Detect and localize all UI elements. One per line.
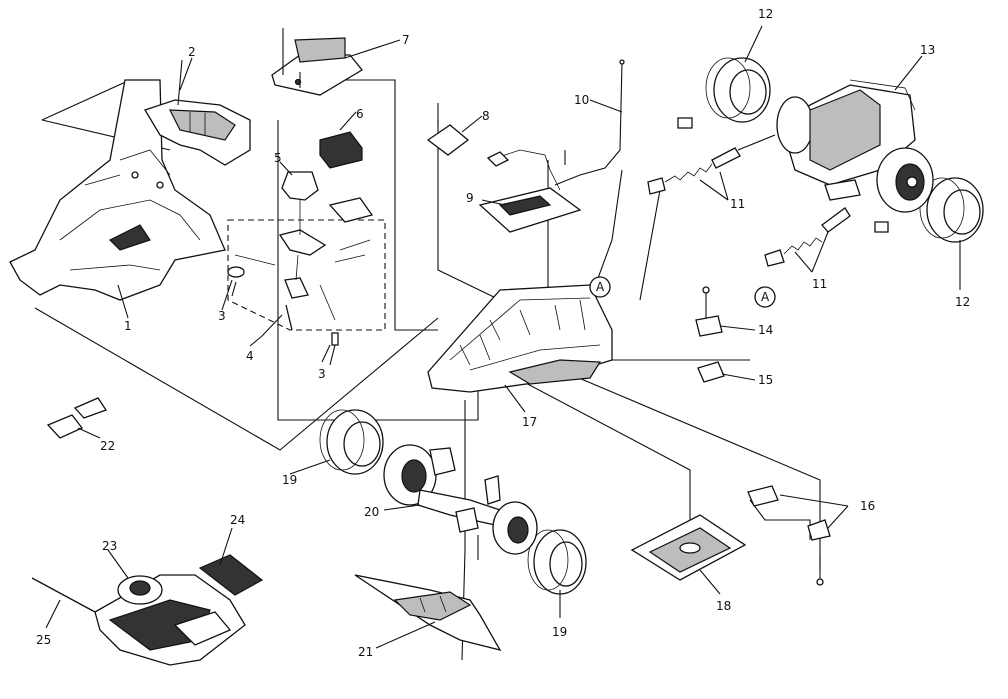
callout-25: 25: [36, 633, 51, 647]
callout-3-lower: 3: [318, 367, 326, 381]
callout-15: 15: [758, 373, 773, 387]
part-20-front-axle: [383, 444, 538, 560]
callout-9: 9: [466, 191, 474, 205]
callout-23: 23: [102, 539, 117, 553]
ref-circle-a-lower: [754, 286, 776, 308]
callout-20: 20: [364, 505, 379, 519]
callout-10: 10: [574, 93, 589, 107]
part-22-connector: [46, 397, 107, 439]
ref-label-a-lower: A: [761, 290, 770, 304]
ref-label-a-upper: A: [596, 280, 605, 294]
part-3-spring-bottom: [329, 332, 339, 366]
part-25-antenna-rod: [31, 577, 96, 613]
part-18-bottom-pan: [630, 514, 747, 581]
callout-4: 4: [246, 349, 254, 363]
callout-7: 7: [402, 33, 410, 47]
part-4-rod: [261, 304, 293, 337]
part-23-controller: [94, 574, 246, 666]
callout-labels: 1 2 3 3 4 5 6 7 8 9 10 11 11 12 12 13 14…: [36, 7, 970, 659]
callout-13: 13: [920, 43, 935, 57]
callout-8: 8: [482, 109, 490, 123]
callout-16: 16: [860, 499, 875, 513]
part-1-body-shell: [9, 79, 226, 301]
part-6-block: [319, 131, 363, 169]
callout-17: 17: [522, 415, 537, 429]
callout-12-lower: 12: [955, 295, 970, 309]
part-11-axle-upper: [647, 117, 776, 195]
part-21-front-wing: [354, 574, 502, 652]
part-19-tire-right: [527, 529, 587, 595]
part-14-latch: [695, 286, 723, 337]
callout-18: 18: [716, 599, 731, 613]
callout-22: 22: [100, 439, 115, 453]
callout-11-lower: 11: [812, 277, 827, 291]
part-16-mounts: [747, 485, 831, 586]
callout-5: 5: [274, 151, 282, 165]
part-12-tire-upper: [705, 57, 771, 123]
part-19-tire-left: [319, 409, 384, 475]
part-11-axle-lower: [764, 207, 889, 267]
part-7-plate: [271, 28, 363, 96]
leader-lines: [45, 25, 961, 649]
ref-circle-a-upper: [589, 276, 611, 298]
part-10-antenna: [554, 59, 625, 186]
part-9-circuit-board: [478, 149, 582, 233]
callout-3-upper: 3: [218, 309, 226, 323]
callout-21: 21: [358, 645, 373, 659]
callout-19-right: 19: [552, 625, 567, 639]
part-15-catch: [697, 361, 725, 383]
callout-24: 24: [230, 513, 245, 527]
callout-1: 1: [124, 319, 132, 333]
part-12-tire-lower: [919, 177, 984, 243]
part-3-spring-top: [227, 266, 245, 297]
part-13-motor-assembly: [776, 79, 934, 213]
part-5-bracket: [234, 171, 374, 321]
part-24-label-plate: [198, 554, 264, 596]
part-17-chassis: [427, 284, 613, 393]
callout-11-upper: 11: [730, 197, 745, 211]
callout-14: 14: [758, 323, 773, 337]
callout-12-upper: 12: [758, 7, 773, 21]
callout-19-left: 19: [282, 473, 297, 487]
callout-2: 2: [188, 45, 196, 59]
part-2-canopy: [144, 59, 251, 166]
part-8-clip: [426, 103, 470, 156]
callout-6: 6: [356, 107, 364, 121]
